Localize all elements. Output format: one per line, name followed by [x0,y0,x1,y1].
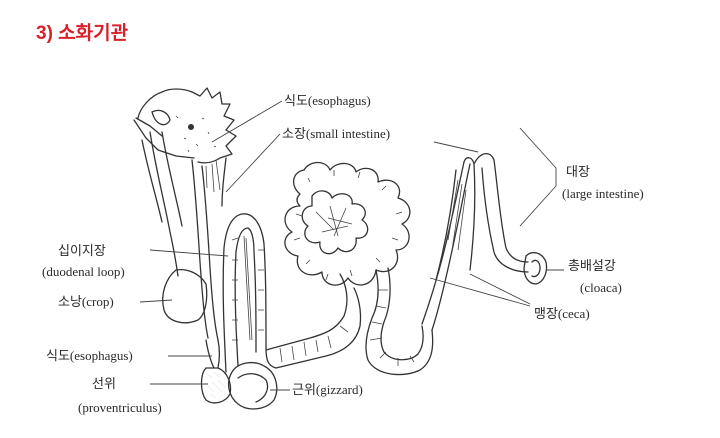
leader-lines [139,100,564,391]
large-intestine-label-en: (large intestine) [562,186,644,201]
section-title: 3) 소화기관 [36,23,129,44]
proventriculus-label-en: (proventriculus) [78,400,162,415]
duodenal-loop-label-ko: 십이지장 [58,243,106,258]
large-intestine-label-ko: 대장 [566,164,590,179]
esophagus-tube [149,131,221,369]
ceca [421,157,476,331]
large-intestine-bracket [519,127,557,227]
esophagus-top-label: 식도(esophagus) [284,93,371,108]
ceca-label: 맹장(ceca) [534,306,590,321]
gizzard-organ [227,361,278,410]
crop-organ [162,268,208,324]
bird-head-illustration [133,87,237,223]
small-intestine-label: 소장(small intestine) [282,126,390,141]
large-intestine [473,153,529,273]
cloaca-organ [523,251,548,285]
cloaca-label-en: (cloaca) [580,280,622,295]
cloaca-label-ko: 총배설강 [568,258,616,273]
gizzard-label: 근위(gizzard) [292,382,363,397]
proventriculus-organ [200,367,232,404]
small-intestine [265,161,434,376]
crop-label: 소낭(crop) [58,294,114,309]
duodenal-loop [222,213,277,373]
esophagus-left-label: 식도(esophagus) [46,348,133,363]
duodenal-loop-label-en: (duodenal loop) [42,264,125,279]
proventriculus-label-ko: 선위 [92,376,116,391]
